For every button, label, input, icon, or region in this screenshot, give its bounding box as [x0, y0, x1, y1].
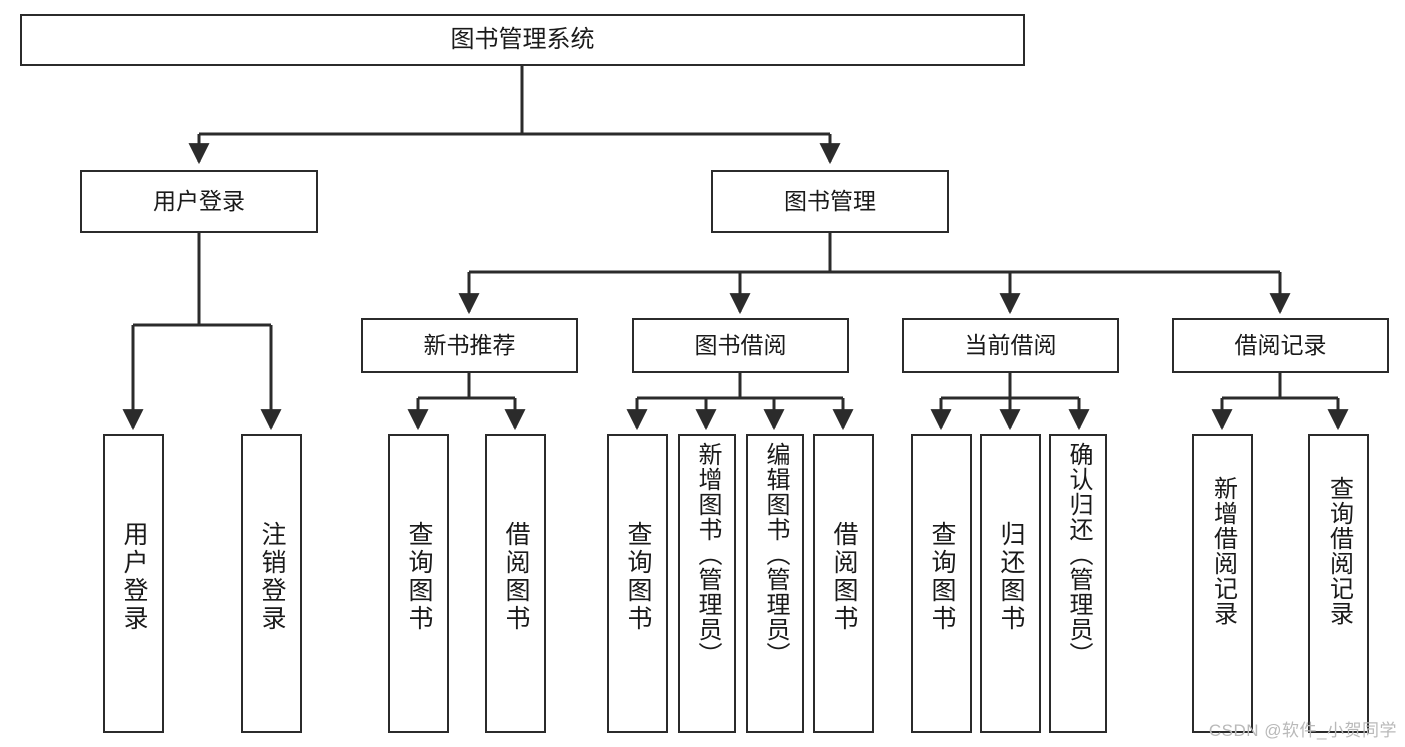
node-label: 借阅图书	[830, 521, 858, 633]
leaf-user-login-login[interactable]: 用户登录	[103, 434, 164, 733]
node-label: 查询图书	[624, 521, 652, 633]
node-label: 当前借阅	[964, 331, 1057, 358]
node-label: 新增借阅记录	[1209, 476, 1237, 626]
leaf-current-borrow-confirm-return-admin[interactable]: 确认归还（管理员）	[1049, 434, 1107, 733]
node-label: 借阅图书	[502, 521, 530, 633]
leaf-book-borrow-edit-book-admin[interactable]: 编辑图书（管理员）	[746, 434, 804, 733]
node-book-borrowing[interactable]: 图书借阅	[632, 318, 849, 373]
node-label: 借阅记录	[1234, 331, 1327, 358]
node-label: 查询借阅记录	[1325, 476, 1353, 626]
node-label: 归还图书	[997, 521, 1025, 633]
node-label: 图书借阅	[694, 331, 787, 358]
node-new-book-recommendation[interactable]: 新书推荐	[361, 318, 578, 373]
node-book-management[interactable]: 图书管理	[711, 170, 949, 233]
node-user-login[interactable]: 用户登录	[80, 170, 318, 233]
leaf-borrow-record-add-record[interactable]: 新增借阅记录	[1192, 434, 1253, 733]
leaf-book-borrow-borrow-books[interactable]: 借阅图书	[813, 434, 874, 733]
node-label: 编辑图书（管理员）	[762, 442, 789, 667]
node-label: 用户登录	[120, 521, 148, 633]
node-label: 确认归还（管理员）	[1065, 442, 1092, 667]
watermark: CSDN @软件_小贺同学	[1208, 721, 1397, 740]
node-label: 查询图书	[928, 521, 956, 633]
node-label: 注销登录	[258, 521, 286, 633]
node-root-book-management-system[interactable]: 图书管理系统	[20, 14, 1025, 66]
leaf-new-book-query-books[interactable]: 查询图书	[388, 434, 449, 733]
node-label: 新书推荐	[423, 331, 516, 358]
leaf-current-borrow-return-books[interactable]: 归还图书	[980, 434, 1041, 733]
leaf-current-borrow-query-books[interactable]: 查询图书	[911, 434, 972, 733]
leaf-book-borrow-query-books[interactable]: 查询图书	[607, 434, 668, 733]
node-label: 查询图书	[405, 521, 433, 633]
node-label: 用户登录	[153, 187, 245, 214]
node-borrowing-record[interactable]: 借阅记录	[1172, 318, 1389, 373]
node-label: 新增图书（管理员）	[694, 442, 721, 667]
node-label: 图书管理	[784, 187, 876, 214]
leaf-borrow-record-query-record[interactable]: 查询借阅记录	[1308, 434, 1369, 733]
leaf-new-book-borrow-books[interactable]: 借阅图书	[485, 434, 546, 733]
leaf-user-login-logout[interactable]: 注销登录	[241, 434, 302, 733]
leaf-book-borrow-add-book-admin[interactable]: 新增图书（管理员）	[678, 434, 736, 733]
node-label: 图书管理系统	[450, 25, 595, 53]
node-current-borrowing[interactable]: 当前借阅	[902, 318, 1119, 373]
